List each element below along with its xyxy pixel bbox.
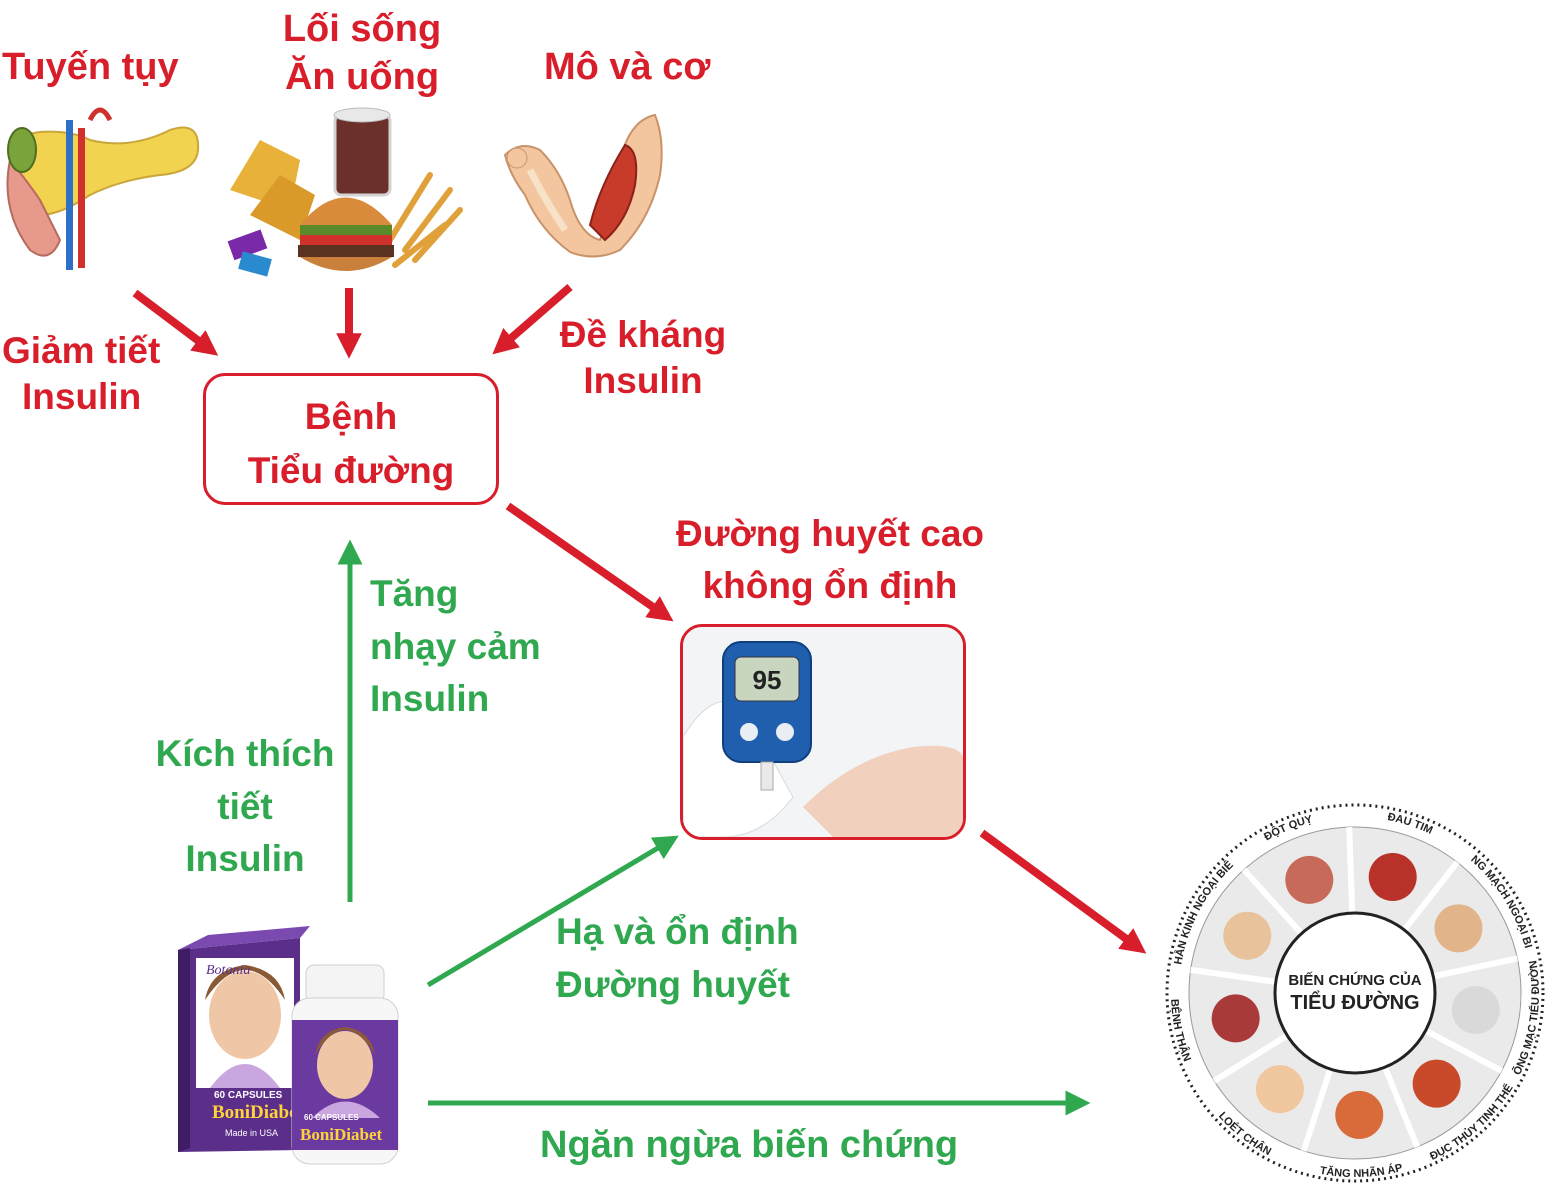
pancreas-effect-line-1: Giảm tiết xyxy=(2,330,161,371)
arrow-tissue-to-disease xyxy=(492,283,573,355)
pancreas-effect: Giảm tiết Insulin xyxy=(2,328,160,421)
blood-sugar-title-line-1: Đường huyết cao xyxy=(675,513,984,554)
benefit-secretion-line-2: tiết xyxy=(217,785,273,827)
lifestyle-title-line-2: Ăn uống xyxy=(284,55,440,98)
blood-sugar-title-line-2: không ổn định xyxy=(702,564,958,606)
benefit-stabilize-line-1: Hạ và ổn định xyxy=(556,911,799,952)
arrow-blood-sugar-to-complications xyxy=(979,829,1147,954)
benefit-sensitivity: Tăng nhạy cảm Insulin xyxy=(370,568,541,726)
glucose-meter-photo: 95 xyxy=(683,627,963,837)
arrow-pancreas-to-disease xyxy=(132,289,219,356)
glucose-photo-frame: 95 xyxy=(680,624,966,840)
arrow-product-to-blood-sugar xyxy=(426,835,679,988)
disease-box: Bệnh Tiểu đường xyxy=(203,373,499,505)
benefit-prevent: Ngăn ngừa biến chứng xyxy=(540,1124,959,1166)
tissue-effect-line-2: Insulin xyxy=(583,360,703,402)
tissue-title: Mô và cơ xyxy=(544,46,711,88)
disease-line-2: Tiểu đường xyxy=(247,449,455,491)
benefit-sensitivity-line-3: Insulin xyxy=(370,678,490,720)
benefit-secretion: Kích thích tiết Insulin xyxy=(150,728,340,886)
pancreas-effect-line-2: Insulin xyxy=(22,376,142,418)
tissue-effect: Đề kháng Insulin xyxy=(548,312,738,405)
benefit-stabilize: Hạ và ổn định Đường huyết xyxy=(556,906,799,1011)
benefit-sensitivity-line-2: nhạy cảm xyxy=(370,625,541,667)
arrow-disease-to-blood-sugar xyxy=(505,502,674,622)
blood-sugar-title: Đường huyết cao không ổn định xyxy=(660,508,1000,612)
glucose-meter-icon: 95 xyxy=(722,641,812,791)
lifestyle-title-line-1: Lối sống xyxy=(282,8,442,50)
benefit-secretion-line-1: Kích thích xyxy=(155,733,335,774)
meter-reading: 95 xyxy=(753,665,782,695)
disease-label: Bệnh Tiểu đường xyxy=(206,390,496,497)
lifestyle-title: Lối sống Ăn uống xyxy=(262,6,462,101)
disease-line-1: Bệnh xyxy=(304,396,398,437)
pancreas-title: Tuyến tụy xyxy=(2,46,179,88)
benefit-stabilize-line-2: Đường huyết xyxy=(556,963,790,1005)
tissue-effect-line-1: Đề kháng xyxy=(559,314,727,355)
benefit-secretion-line-3: Insulin xyxy=(185,838,305,880)
benefit-sensitivity-line-1: Tăng xyxy=(370,573,459,614)
